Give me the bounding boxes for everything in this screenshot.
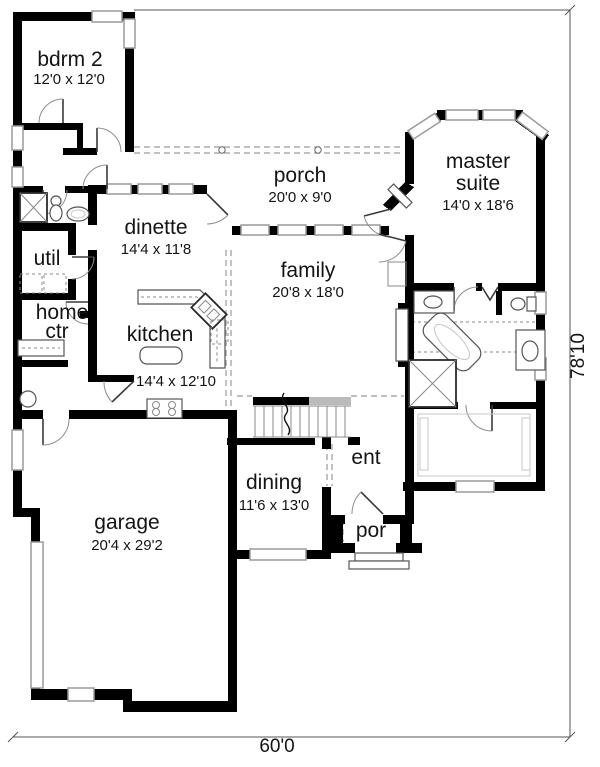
room-dims-master: 14'0 x 18'6 [442,197,514,214]
fixtures [17,183,546,570]
room-labels: bdrm 2 12'0 x 12'0 porch 20'0 x 9'0 mast… [33,48,514,554]
room-dims-porch: 20'0 x 9'0 [268,189,331,206]
room-dims-dinette: 14'4 x 11'8 [121,241,192,258]
window [277,224,307,236]
stairs [253,392,351,438]
room-label-bdrm2: bdrm 2 [37,48,102,71]
room-label-dinette: dinette [124,216,187,239]
bay-window [482,109,516,121]
refrigerator [210,319,229,345]
master-vanity-left [413,290,455,314]
window [240,224,270,236]
room-label-porch: porch [274,164,327,187]
room-label-util: util [34,247,61,270]
porch-steps [348,552,410,570]
water-heater [19,390,37,408]
master-toilet [510,296,537,312]
master-tub [422,312,482,372]
window [314,224,344,236]
sink [66,206,90,222]
window [106,183,132,195]
master-shower [408,359,457,408]
room-label-home-ctr-line1: home [36,301,89,324]
window [249,548,307,561]
windows [11,10,550,702]
toilet [49,195,63,222]
window [11,125,24,151]
bay-window [406,112,442,141]
room-label-family: family [281,259,336,282]
dryer [43,273,67,294]
room-dims-kitchen: 14'4 x 12'10 [136,373,216,390]
doors [38,98,499,515]
window [534,291,547,315]
room-label-ent: ent [351,446,380,469]
window [455,480,495,493]
window [11,429,24,471]
porch-post [314,146,322,154]
kitchen-island [139,346,183,365]
room-label-por: por [356,519,386,542]
closet-shelving [417,413,531,477]
window [91,10,123,23]
porch-post [218,146,226,154]
room-dims-bdrm2: 12'0 x 12'0 [33,71,105,88]
stair-break-line [281,392,291,436]
washer [19,273,43,294]
range [146,398,183,419]
media-niche [395,308,409,362]
window [123,18,136,49]
window [168,183,194,195]
room-dims-garage: 20'4 x 29'2 [91,537,163,554]
overall-dimension-labels: 60'0 78'10 [259,333,589,757]
bay-window [445,109,479,121]
window [67,687,95,702]
dimension-width-label: 60'0 [259,736,294,757]
shower [19,192,48,223]
room-label-home-ctr-line2: ctr [45,320,68,343]
room-label-dining: dining [246,471,302,494]
garage-side-door [30,541,44,689]
room-dims-family: 20'8 x 18'0 [272,284,344,301]
room-dims-dining: 11'6 x 13'0 [239,497,310,514]
room-label-master-line1: master [446,150,510,173]
room-label-garage: garage [94,511,159,534]
hall-cabinet [387,261,407,287]
window [351,224,381,236]
fireplace [387,183,413,209]
master-vanity-right [515,329,546,371]
room-label-kitchen: kitchen [127,323,194,346]
bay-window [515,111,550,141]
window [137,183,163,195]
dimension-depth-label: 78'10 [568,333,589,379]
room-label-master-line2: suite [456,172,500,195]
window [11,166,24,188]
dimension-lines [7,4,576,743]
